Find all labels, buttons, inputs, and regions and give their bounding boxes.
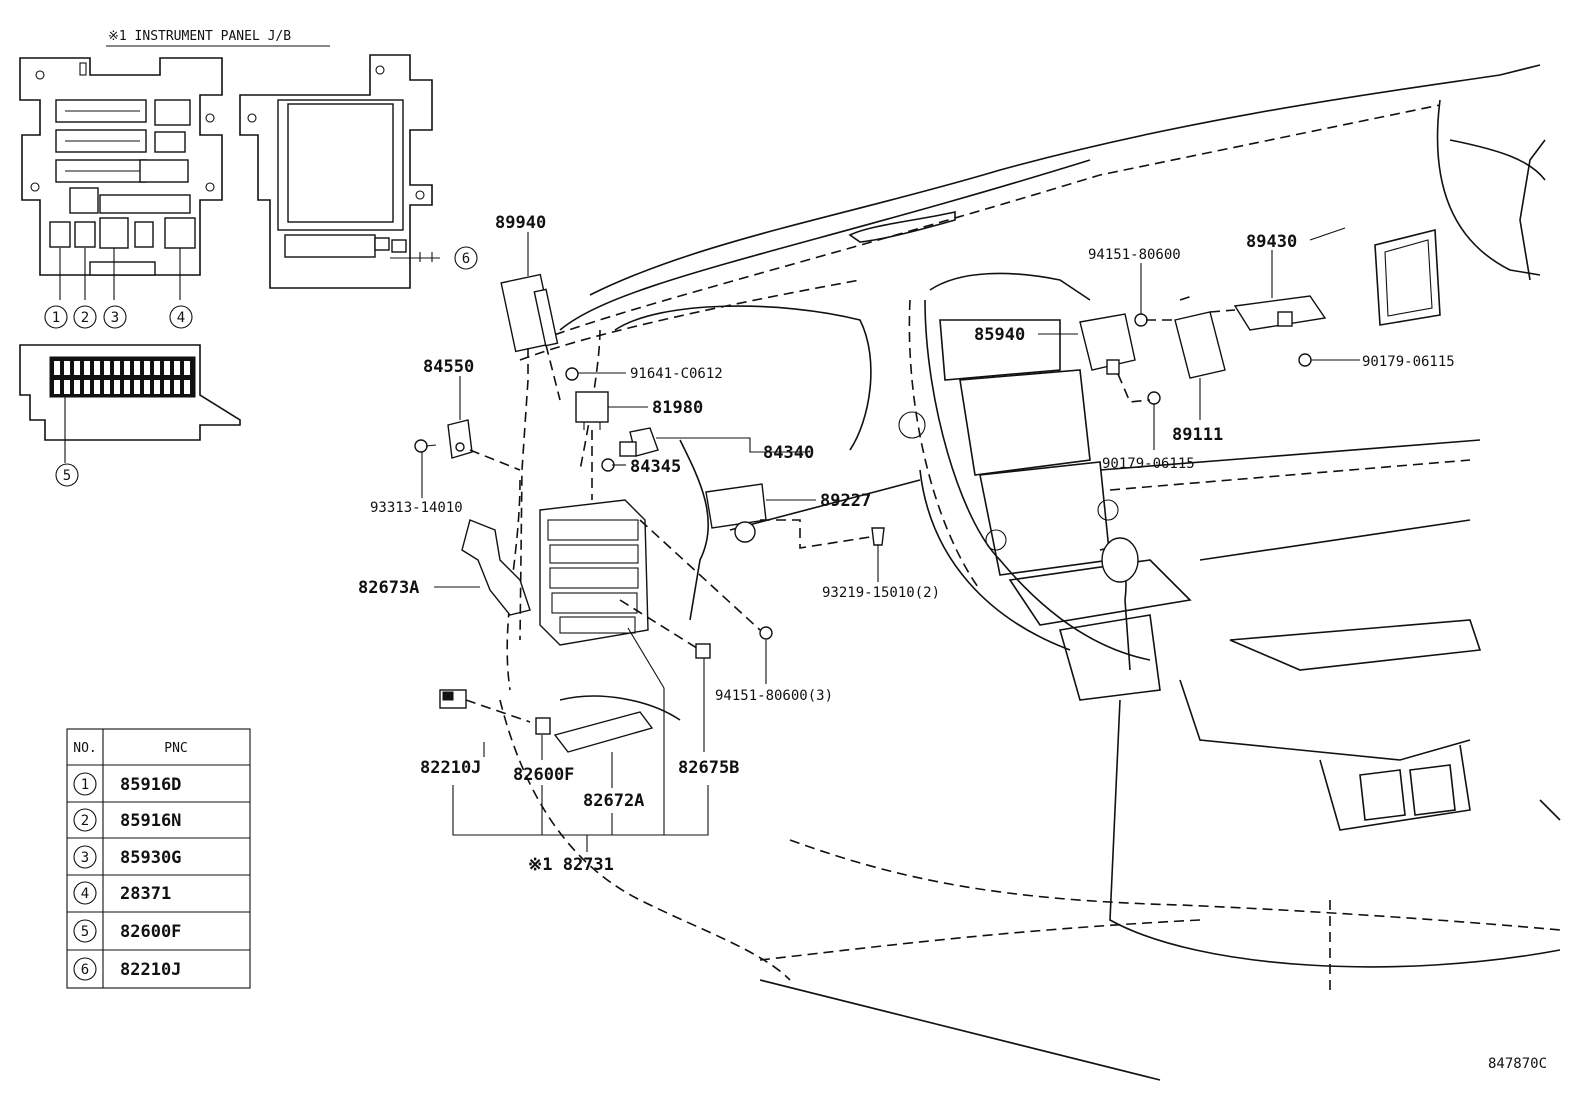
junction-block-rear-view — [239, 54, 440, 289]
diagram-code: 847870C — [1488, 1056, 1547, 1072]
label-82600F: 82600F — [513, 765, 574, 785]
marker-5: 5 — [55, 463, 79, 487]
module-85940[interactable] — [1079, 313, 1136, 375]
label-89227: 89227 — [820, 491, 871, 511]
svg-text:6: 6 — [81, 962, 89, 978]
screw-93313[interactable] — [414, 439, 437, 453]
label-81980: 81980 — [652, 398, 703, 418]
junction-block-assembly[interactable] — [539, 499, 649, 646]
svg-text:3: 3 — [81, 850, 89, 866]
marker-6: 6 — [454, 246, 478, 270]
svg-text:5: 5 — [63, 468, 71, 484]
table-row: 4 28371 — [73, 881, 171, 905]
label-94151-80600-3: 94151-80600(3) — [715, 688, 833, 704]
svg-text:2: 2 — [81, 813, 89, 829]
table-row: 6 82210J — [73, 957, 181, 981]
instrument-panel-note: ※1 INSTRUMENT PANEL J/B — [108, 29, 291, 44]
label-93219-15010: 93219-15010(2) — [822, 585, 940, 601]
table-row: 3 85930G — [73, 845, 181, 869]
junction-block-connector-view — [19, 344, 241, 463]
svg-text:2: 2 — [81, 310, 89, 326]
label-93313-14010: 93313-14010 — [370, 500, 463, 516]
table-header-no: NO. — [73, 741, 96, 756]
svg-text:85930G: 85930G — [120, 848, 181, 868]
pnc-table: NO. PNC 1 85916D 2 85916N 3 85930G 4 283… — [66, 728, 251, 989]
table-row: 1 85916D — [73, 772, 181, 796]
clip-82600F[interactable] — [535, 717, 551, 735]
switch-84340[interactable] — [619, 427, 659, 457]
module-89227[interactable] — [705, 483, 767, 543]
svg-text:6: 6 — [462, 251, 470, 267]
label-91641-C0612: 91641-C0612 — [630, 366, 723, 382]
label-89111: 89111 — [1172, 425, 1223, 445]
label-90179-06115-right: 90179-06115 — [1362, 354, 1455, 370]
cover-82672A[interactable] — [553, 711, 654, 753]
label-82731: ※1 82731 — [528, 855, 614, 875]
svg-text:28371: 28371 — [120, 884, 171, 904]
label-90179-06115-bottom: 90179-06115 — [1102, 456, 1195, 472]
clip-82675B[interactable] — [695, 643, 711, 659]
label-84340: 84340 — [763, 443, 814, 463]
svg-text:85916N: 85916N — [120, 811, 181, 831]
marker-4: 4 — [169, 305, 193, 329]
label-89430: 89430 — [1246, 232, 1297, 252]
junction-block-front-view — [19, 57, 223, 300]
table-header-pnc: PNC — [164, 741, 187, 756]
module-89111[interactable] — [1174, 311, 1226, 379]
connector-82210J[interactable] — [439, 689, 467, 709]
module-89430[interactable] — [1233, 295, 1327, 331]
svg-text:5: 5 — [81, 924, 89, 940]
label-85940: 85940 — [974, 325, 1025, 345]
table-row: 2 85916N — [73, 808, 181, 832]
marker-2: 2 — [73, 305, 97, 329]
label-89940: 89940 — [495, 213, 546, 233]
svg-text:1: 1 — [81, 777, 89, 793]
nut-90179-bottom[interactable] — [1147, 391, 1161, 405]
label-82210J: 82210J — [420, 758, 481, 778]
label-82673A: 82673A — [358, 578, 419, 598]
label-84550: 84550 — [423, 357, 474, 377]
svg-text:82600F: 82600F — [120, 922, 181, 942]
screw-91641[interactable] — [565, 367, 579, 381]
bolt-93219[interactable] — [871, 527, 885, 546]
svg-text:3: 3 — [111, 310, 119, 326]
leader-lines — [421, 227, 1360, 852]
svg-text:85916D: 85916D — [120, 775, 181, 795]
label-82672A: 82672A — [583, 791, 644, 811]
table-row: 5 82600F — [73, 919, 181, 943]
nut-94151-right[interactable] — [1134, 313, 1148, 327]
label-94151-80600: 94151-80600 — [1088, 247, 1181, 263]
marker-1: 1 — [44, 305, 68, 329]
svg-text:82210J: 82210J — [120, 960, 181, 980]
nut-90179-right[interactable] — [1298, 353, 1312, 367]
svg-text:4: 4 — [81, 886, 89, 902]
nut-94151-80600-3[interactable] — [759, 626, 773, 640]
marker-3: 3 — [103, 305, 127, 329]
svg-text:1: 1 — [52, 310, 60, 326]
module-89940[interactable] — [500, 273, 559, 353]
label-82675B: 82675B — [678, 758, 739, 778]
relay-81980[interactable] — [575, 391, 609, 430]
dashboard-outline — [499, 64, 1561, 1081]
bracket-82673A[interactable] — [461, 519, 531, 616]
bracket-84550[interactable] — [447, 419, 473, 459]
label-84345: 84345 — [630, 457, 681, 477]
svg-text:4: 4 — [177, 310, 185, 326]
